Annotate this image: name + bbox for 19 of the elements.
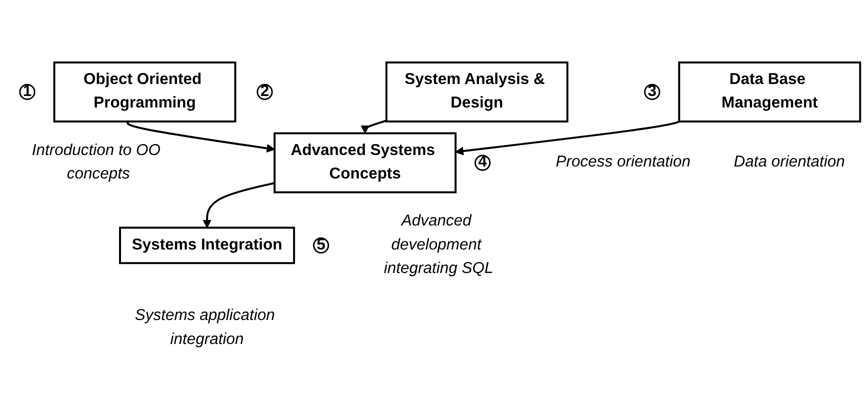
node-box: System Analysis & Design [385, 60, 568, 122]
arrow [202, 182, 275, 228]
node-label: Systems application integration [134, 306, 275, 348]
node-label: Advanced development integrating SQL [384, 212, 494, 276]
arrow [455, 120, 680, 155]
node-circle: 5 [312, 236, 330, 253]
node-box: Data Base Management [678, 60, 862, 122]
node-label: Process orientation [556, 153, 690, 170]
node-circle: 3 [644, 83, 660, 100]
node-box: Systems Integration [119, 226, 296, 264]
node-circle: 1 [19, 83, 36, 100]
node-label: Data orientation [734, 153, 845, 170]
node-circle: 4 [474, 154, 491, 170]
node-box: Advanced Systems Concepts [274, 132, 457, 193]
node-box: Object Oriented Programming [53, 60, 236, 122]
arrow [126, 120, 275, 152]
arrow [360, 119, 387, 134]
node-circle: 2 [256, 83, 273, 100]
node-label: Introduction to OO concepts [32, 142, 160, 182]
